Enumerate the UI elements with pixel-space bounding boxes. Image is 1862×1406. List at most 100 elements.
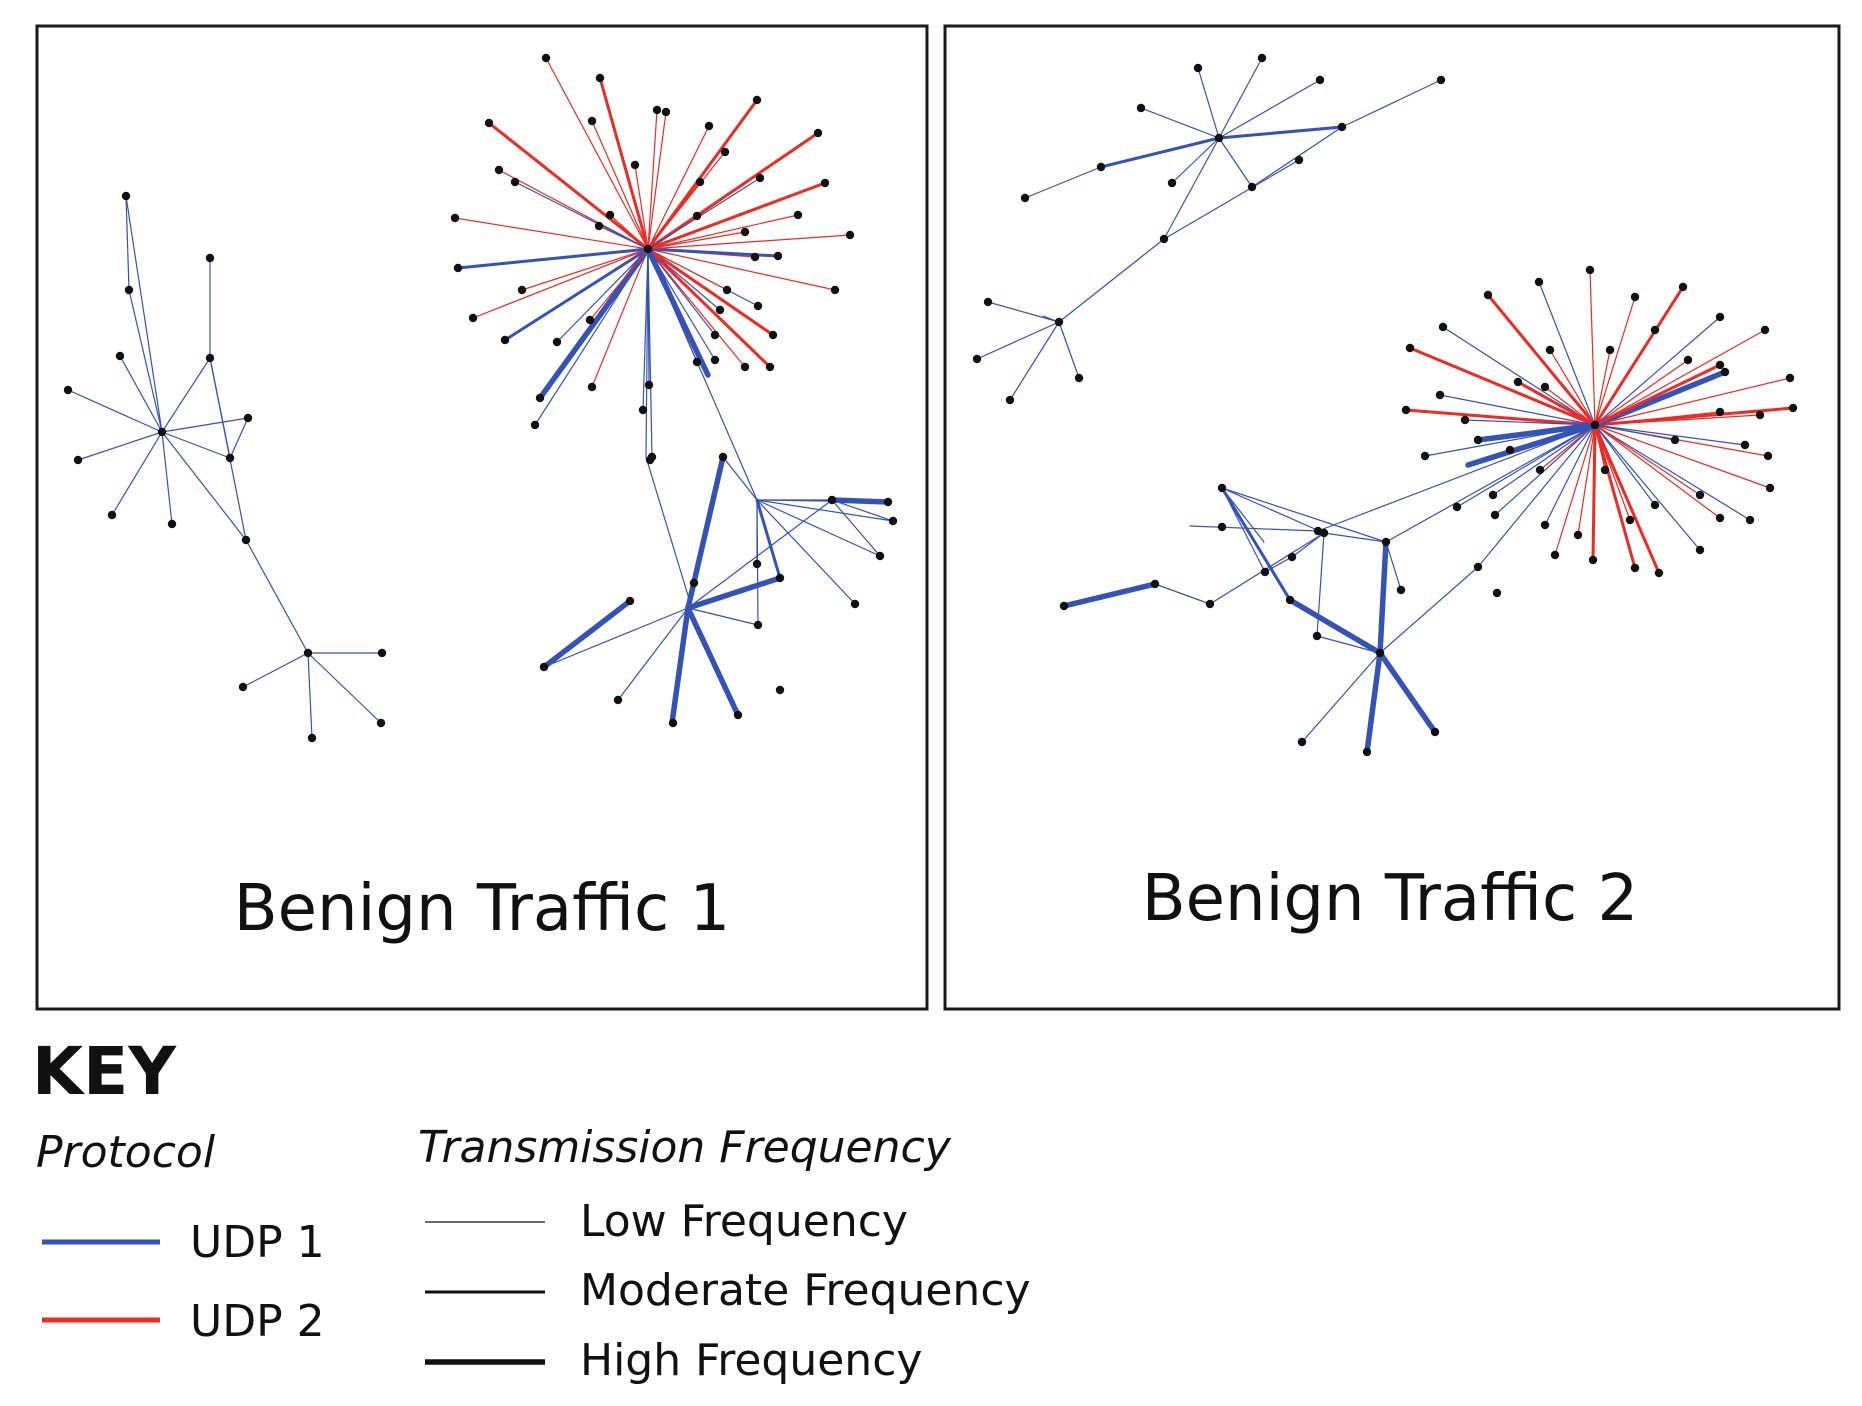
- graph-node: [813, 128, 823, 138]
- graph-node: [1167, 178, 1177, 188]
- graph-edge: [831, 499, 894, 522]
- legend-key: KEY Protocol UDP 1 UDP 2 Transmission Fr…: [32, 1033, 1031, 1386]
- graph-edge: [1538, 281, 1596, 426]
- graph-node: [1760, 325, 1770, 335]
- graph-node: [750, 252, 760, 262]
- graph-node: [1452, 502, 1462, 512]
- graph-node: [1630, 563, 1640, 573]
- graph-edge: [1009, 321, 1060, 401]
- graph-edge: [1221, 487, 1325, 534]
- graph-edge: [1594, 411, 1721, 426]
- graph-node: [1205, 599, 1215, 609]
- graph-edge: [1221, 487, 1265, 543]
- graph-node: [888, 516, 898, 526]
- graph-node: [1217, 522, 1227, 532]
- graph-edge: [1377, 539, 1389, 656]
- graph-node: [613, 695, 623, 705]
- graph-node: [1054, 317, 1064, 327]
- graph-node: [1683, 355, 1693, 365]
- graph-edge: [1221, 487, 1266, 573]
- graph-node: [1788, 403, 1798, 413]
- graph-node: [1260, 567, 1270, 577]
- graph-node: [1740, 440, 1750, 450]
- graph-edge: [1385, 541, 1402, 591]
- graph-edge: [1591, 423, 1597, 562]
- graph-node: [500, 335, 510, 345]
- graph-node: [157, 427, 167, 437]
- graph-edge: [829, 497, 891, 505]
- graph-node: [541, 53, 551, 63]
- graph-node: [793, 210, 803, 220]
- graph-edge: [1594, 424, 1676, 441]
- graph-node: [453, 263, 463, 273]
- graph-edge: [1218, 79, 1321, 139]
- graph-edge: [1287, 597, 1383, 656]
- graph-node: [1625, 515, 1635, 525]
- graph-edge: [1323, 532, 1387, 543]
- udp2-label: UDP 2: [190, 1296, 325, 1347]
- graph-edge: [161, 357, 211, 433]
- graph-edge: [756, 499, 881, 557]
- graph-edge: [645, 248, 649, 458]
- graph-node: [689, 578, 699, 588]
- graph-node: [1401, 405, 1411, 415]
- graph-node: [692, 211, 702, 221]
- graph-node: [1257, 53, 1267, 63]
- graph-node: [1650, 325, 1660, 335]
- graph-node: [494, 165, 504, 175]
- graph-edge: [1377, 650, 1438, 735]
- graph-edge: [1554, 424, 1596, 556]
- graph-edge: [647, 214, 799, 250]
- graph-node: [1436, 75, 1446, 85]
- graph-edge: [1594, 424, 1771, 489]
- graph-edge: [647, 248, 758, 501]
- graph-node: [510, 177, 520, 187]
- graph-node: [205, 253, 215, 263]
- graph-node: [1492, 588, 1502, 598]
- graph-node: [1585, 265, 1595, 275]
- graph-node: [668, 718, 678, 728]
- graph-edge: [646, 247, 775, 337]
- graph-edge: [543, 607, 689, 668]
- graph-node: [73, 455, 83, 465]
- graph-node: [740, 362, 750, 372]
- graph-edge: [209, 357, 247, 541]
- graph-edge: [307, 652, 382, 724]
- graph-node: [773, 251, 783, 261]
- graph-node: [820, 178, 830, 188]
- graph-edge: [111, 431, 163, 516]
- graph-node: [883, 497, 893, 507]
- graph-node: [704, 121, 714, 131]
- graph-node: [1420, 451, 1430, 461]
- graph-node: [587, 382, 597, 392]
- udp1-label: UDP 1: [190, 1217, 325, 1268]
- graph-edge: [1475, 422, 1598, 443]
- graph-node: [972, 354, 982, 364]
- graph-node: [1490, 510, 1500, 520]
- graph-node: [643, 244, 653, 254]
- graph-node: [775, 573, 785, 583]
- graph-node: [595, 73, 605, 83]
- graph-edge: [1442, 326, 1596, 426]
- graph-edge: [1589, 269, 1596, 426]
- graph-node: [539, 662, 549, 672]
- graph-edge: [1171, 137, 1220, 184]
- graph-edge: [646, 181, 827, 251]
- graph-edge: [1408, 346, 1597, 427]
- graph-node: [710, 355, 720, 365]
- graph-edge: [685, 605, 741, 718]
- graph-node: [303, 648, 313, 658]
- graph-edge: [1477, 424, 1596, 568]
- graph-edge: [1163, 137, 1220, 240]
- graph-node: [1540, 520, 1550, 530]
- moderate-frequency-label: Moderate Frequency: [580, 1265, 1031, 1316]
- graph-node: [630, 160, 640, 170]
- graph-edge: [1594, 414, 1761, 426]
- graph-edge: [1404, 408, 1597, 427]
- graph-edge: [487, 121, 650, 251]
- graph-node: [1763, 451, 1773, 461]
- graph-node: [695, 177, 705, 187]
- graph-node: [530, 420, 540, 430]
- graph-edge: [1379, 566, 1479, 654]
- graph-node: [1074, 373, 1084, 383]
